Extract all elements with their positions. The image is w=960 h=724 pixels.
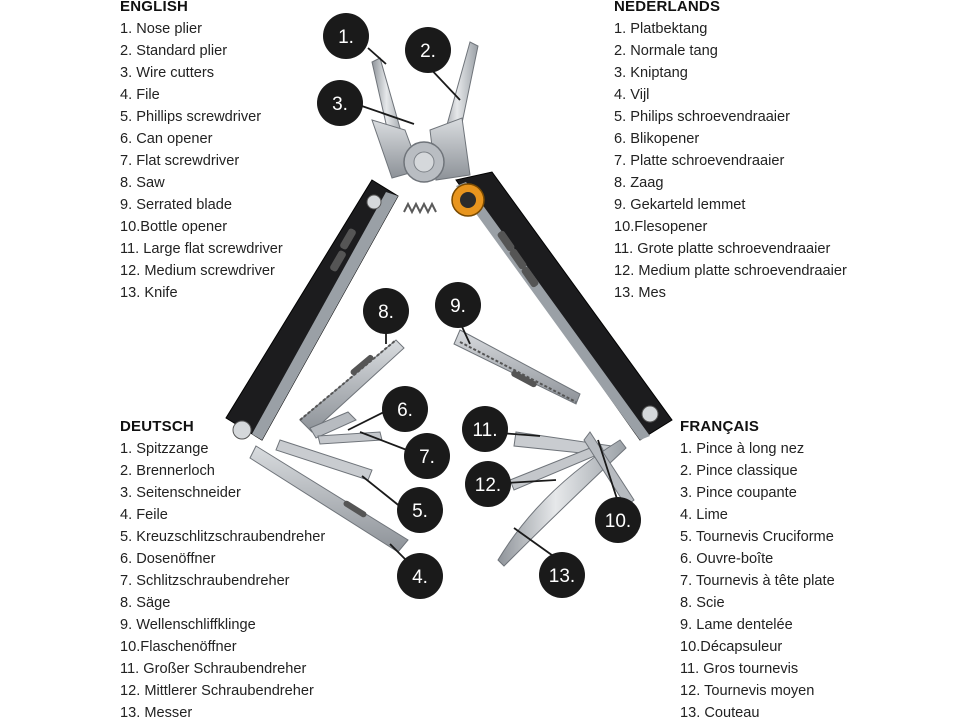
callout-2-label: 2. [420, 41, 436, 62]
legend-item: 11. Großer Schraubendreher [120, 661, 307, 677]
legend-item: 10.Bottle opener [120, 219, 228, 235]
legend-deutsch-title: DEUTSCH [120, 418, 194, 435]
callout-3: 3. [317, 80, 363, 126]
legend-item: 2. Brennerloch [120, 463, 215, 479]
legend-item: 5. Phillips screwdriver [120, 109, 262, 125]
legend-item: 4. Feile [120, 507, 168, 523]
legend-item: 11. Grote platte schroevendraaier [614, 241, 831, 257]
callout-11: 11. [462, 406, 508, 452]
callout-3-label: 3. [332, 94, 348, 115]
legend-item: 1. Pince à long nez [680, 441, 805, 457]
callout-11-label: 11. [472, 420, 497, 441]
legend-nederlands-title: NEDERLANDS [614, 0, 721, 15]
callout-12-label: 12. [475, 475, 501, 496]
leader-lines [347, 47, 619, 561]
legend-item: 5. Tournevis Cruciforme [680, 529, 834, 545]
legend-item: 1. Platbektang [614, 21, 708, 37]
legend-item: 9. Wellenschliffklinge [120, 617, 256, 633]
legend-item: 13. Mes [614, 285, 666, 301]
callout-13: 13. [539, 552, 585, 598]
legend-item: 10.Décapsuleur [680, 639, 783, 655]
legend-item: 1. Nose plier [120, 21, 202, 37]
legend-item: 13. Messer [120, 705, 193, 721]
legend-item: 1. Spitzzange [120, 441, 209, 457]
legend-item: 6. Dosenöffner [120, 551, 216, 567]
callout-10-label: 10. [605, 511, 631, 532]
legend-item: 11. Large flat screwdriver [120, 241, 283, 257]
legend-english: ENGLISH 1. Nose plier 2. Standard plier … [120, 0, 283, 304]
legend-item: 8. Säge [120, 595, 171, 611]
callout-10: 10. [595, 497, 641, 543]
callout-12: 12. [465, 461, 511, 507]
callout-4-label: 4. [412, 567, 428, 588]
legend-item: 6. Blikopener [614, 131, 700, 147]
legend-item: 2. Normale tang [614, 43, 718, 59]
callout-1: 1. [323, 13, 369, 59]
right-handle [451, 171, 673, 441]
callout-8: 8. [363, 288, 409, 334]
legend-item: 3. Kniptang [614, 65, 688, 81]
callout-9: 9. [435, 282, 481, 328]
right-tools [453, 329, 635, 567]
legend-item: 11. Gros tournevis [680, 661, 799, 677]
legend-item: 6. Can opener [120, 131, 213, 147]
legend-item: 7. Platte schroevendraaier [614, 153, 785, 169]
legend-item: 12. Tournevis moyen [680, 683, 815, 699]
callout-5-label: 5. [412, 501, 428, 522]
legend-item: 8. Zaag [614, 175, 664, 191]
legend-item: 10.Flesopener [614, 219, 708, 235]
left-handle [225, 179, 399, 441]
legend-item: 7. Schlitzschraubendreher [120, 573, 290, 589]
legend-item: 2. Standard plier [120, 43, 228, 59]
callout-4: 4. [397, 553, 443, 599]
legend-english-title: ENGLISH [120, 0, 189, 15]
legend-item: 4. Lime [680, 507, 728, 523]
legend-item: 9. Gekarteld lemmet [614, 197, 746, 213]
legend-item: 12. Mittlerer Schraubendreher [120, 683, 314, 699]
legend-francais: FRANÇAIS 1. Pince à long nez 2. Pince cl… [680, 418, 835, 724]
legend-item: 4. Vijl [614, 87, 650, 103]
callout-2: 2. [405, 27, 451, 73]
legend-item: 8. Saw [120, 175, 165, 191]
legend-nederlands: NEDERLANDS 1. Platbektang 2. Normale tan… [614, 0, 847, 304]
legend-deutsch: DEUTSCH 1. Spitzzange 2. Brennerloch 3. … [120, 418, 325, 724]
legend-item: 7. Flat screwdriver [120, 153, 240, 169]
callout-8-label: 8. [378, 302, 394, 323]
callout-9-label: 9. [450, 296, 466, 317]
legend-item: 4. File [120, 87, 160, 103]
callout-1-label: 1. [338, 27, 354, 48]
spring [403, 201, 437, 215]
callout-5: 5. [397, 487, 443, 533]
callout-6-label: 6. [397, 400, 413, 421]
callout-6: 6. [382, 386, 428, 432]
legend-item: 5. Philips schroevendraaier [614, 109, 791, 125]
legend-item: 10.Flaschenöffner [120, 639, 237, 655]
legend-item: 3. Wire cutters [120, 65, 215, 81]
plier-jaws [371, 41, 479, 183]
legend-item: 7. Tournevis à tête plate [680, 573, 835, 589]
legend-item: 9. Lame dentelée [680, 617, 793, 633]
callout-7: 7. [404, 433, 450, 479]
legend-item: 8. Scie [680, 595, 725, 611]
legend-item: 13. Knife [120, 285, 178, 301]
legend-item: 3. Pince coupante [680, 485, 797, 501]
legend-item: 12. Medium platte schroevendraaier [614, 263, 847, 279]
legend-item: 5. Kreuzschlitzschraubendreher [120, 529, 326, 545]
legend-francais-title: FRANÇAIS [680, 418, 760, 435]
legend-item: 2. Pince classique [680, 463, 798, 479]
legend-item: 13. Couteau [680, 705, 760, 721]
callout-13-label: 13. [549, 566, 575, 587]
legend-item: 9. Serrated blade [120, 197, 232, 213]
callout-7-label: 7. [419, 447, 435, 468]
legend-item: 3. Seitenschneider [120, 485, 241, 501]
legend-item: 6. Ouvre-boîte [680, 551, 774, 567]
legend-item: 12. Medium screwdriver [120, 263, 275, 279]
